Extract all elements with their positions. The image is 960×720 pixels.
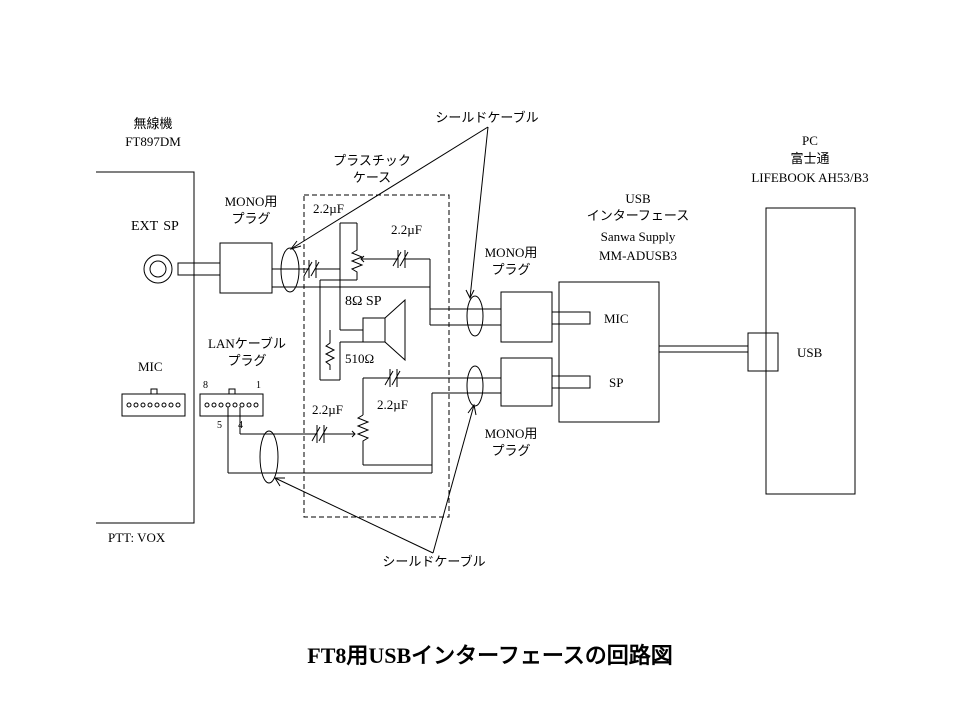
radio-mic-label: MIC <box>138 359 163 374</box>
lan-plug-line2: プラグ <box>227 353 266 368</box>
speaker-cone <box>384 298 406 362</box>
pc-line3: LIFEBOOK AH53/B3 <box>751 170 868 185</box>
shield-ellipse-radio <box>280 247 300 293</box>
cap-top-right-label: 2.2µF <box>391 222 422 237</box>
mono-plug-mic-body <box>500 291 553 343</box>
radio-body <box>96 171 195 524</box>
speaker-body <box>362 317 386 343</box>
mono-plug-sp-line1: MONO用 <box>485 426 538 441</box>
pc-line2: 富士通 <box>790 151 829 166</box>
lan-pin-1: 1 <box>256 380 261 391</box>
pc-box <box>765 207 856 495</box>
plastic-case-line1: プラスチック <box>333 153 411 168</box>
usb-interface-line4: MM-ADUSB3 <box>599 248 677 263</box>
usb-mic-port-label: MIC <box>604 311 629 326</box>
shield-ellipse-sp <box>466 365 484 407</box>
lan-pin-4: 4 <box>238 420 243 431</box>
usb-interface-box <box>558 281 660 423</box>
resistor-510 <box>324 338 336 370</box>
mono-plug-sp-tip <box>551 375 591 389</box>
plastic-case-box <box>303 194 450 518</box>
shield-cable-top-label: シールドケーブル <box>435 110 538 125</box>
mono-plug-radio-line1: MONO用 <box>225 194 278 209</box>
usb-sp-port-label: SP <box>609 375 623 390</box>
ext-sp-jack-inner <box>149 260 167 278</box>
plastic-case-line2: ケース <box>353 170 391 185</box>
resistor-label: 510Ω <box>345 351 374 366</box>
radio-model: FT897DM <box>125 134 181 149</box>
pc-usb-plug <box>747 332 779 372</box>
mono-plug-mic-line2: プラグ <box>491 262 530 277</box>
mono-plug-mic-tip <box>551 311 591 325</box>
shield-cable-bottom-label: シールドケーブル <box>382 554 485 569</box>
mono-plug-sp-body <box>500 357 553 407</box>
lan-pin-8: 8 <box>203 380 208 391</box>
diagram-title: FT8用USBインターフェースの回路図 <box>307 643 673 668</box>
usb-interface-line2: インターフェース <box>587 208 690 223</box>
ptt-label: PTT: VOX <box>108 530 166 545</box>
lan-pin-5: 5 <box>217 420 222 431</box>
ext-sp-jack-outer <box>143 254 173 284</box>
cap-bottom-right-label: 2.2µF <box>377 397 408 412</box>
usb-interface-line3: Sanwa Supply <box>601 229 676 244</box>
radio-name: 無線機 <box>133 116 172 131</box>
cap-top-left-label: 2.2µF <box>313 201 344 216</box>
mono-plug-radio-tip <box>177 262 221 276</box>
usb-interface-line1: USB <box>625 191 651 206</box>
lan-plug-line1: LANケーブル <box>208 336 286 351</box>
speaker-label: 8Ω SP <box>345 294 382 309</box>
mono-plug-sp-line2: プラグ <box>491 443 530 458</box>
shield-ellipse-mic <box>466 295 484 337</box>
pc-line1: PC <box>802 133 818 148</box>
cap-bottom-left-label: 2.2µF <box>312 402 343 417</box>
pc-usb-label: USB <box>797 345 823 360</box>
mono-plug-radio-body <box>219 242 273 294</box>
shield-ellipse-lan <box>259 430 279 484</box>
mono-plug-mic-line1: MONO用 <box>485 245 538 260</box>
mono-plug-radio-line2: プラグ <box>231 211 270 226</box>
